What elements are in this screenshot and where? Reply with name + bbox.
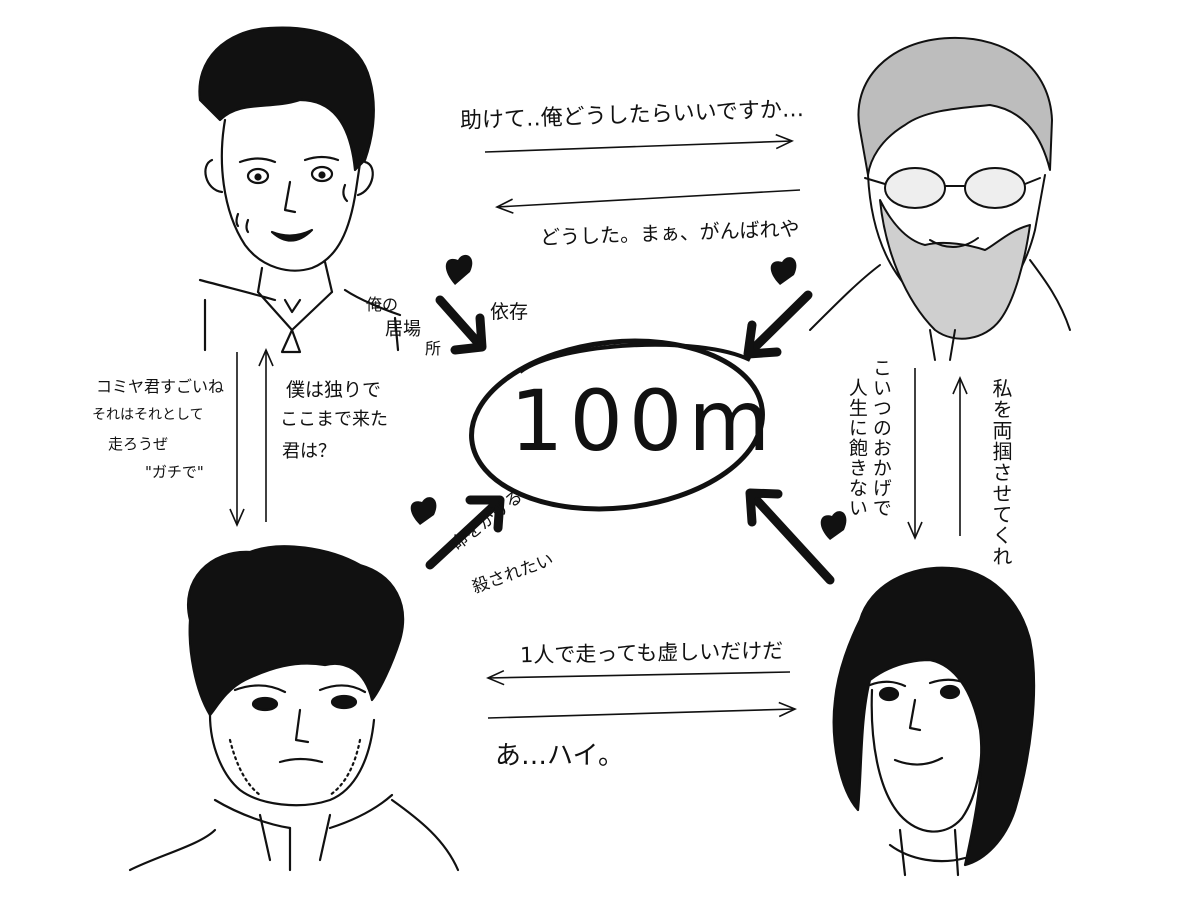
heart-icon xyxy=(410,497,437,525)
arrow-top-to-right xyxy=(484,133,794,153)
center-label: 100m xyxy=(510,372,777,470)
edge-label-right-down-col-2: 人生に飽きない xyxy=(845,378,868,518)
bold-arrow-top-right xyxy=(743,290,813,359)
edge-label-left-down-line-2: それはそれとして xyxy=(92,407,204,423)
heart-icon xyxy=(770,257,797,285)
edge-label-left-down-line-4: "ガチで" xyxy=(145,463,204,481)
bold-arrow-bottom-right xyxy=(745,488,835,585)
character-bottom-left xyxy=(128,545,460,872)
center-ellipse-overlap xyxy=(518,342,751,374)
arrow-label-top-left-line-2: 居場 xyxy=(385,319,421,340)
character-top-right xyxy=(809,36,1071,361)
arrow-label-top-left-line-1: 俺の xyxy=(366,295,399,314)
arrow-bottom-to-left xyxy=(486,669,791,686)
character-top-left xyxy=(198,26,402,354)
edge-label-bottom-to-right: あ…ハイ。 xyxy=(495,741,624,771)
edge-label-left-up-line-3: 君は？ xyxy=(282,441,336,462)
arrow-bottom-to-right xyxy=(487,701,797,719)
heart-icon xyxy=(445,254,473,285)
character-bottom-right xyxy=(832,566,1036,877)
arrow-label-top-left-line-3: 所 xyxy=(425,339,442,358)
edge-label-right-up: 私を両掴させてくれ xyxy=(989,378,1013,567)
heart-icon xyxy=(820,511,847,540)
bold-arrow-top-left xyxy=(435,295,487,355)
bold-arrow-bottom-left xyxy=(425,495,505,570)
edge-label-bottom-to-left: 1人で走っても虚しいだけだ xyxy=(519,638,784,668)
edge-label-left-down-line-3: 走ろうぜ xyxy=(108,435,169,453)
edge-label-left-up-line-2: ここまで来た xyxy=(280,409,388,430)
arrow-label-top-left-b: 依存 xyxy=(490,301,529,323)
arrow-top-to-left xyxy=(495,189,801,214)
edge-label-left-down-line-1: コミヤ君すごいね xyxy=(96,377,225,396)
edge-label-left-up-line-1: 僕は独りで xyxy=(286,379,382,401)
edge-label-right-down-col-1: こいつのおかげで xyxy=(869,358,892,518)
center-ellipse xyxy=(469,338,765,512)
